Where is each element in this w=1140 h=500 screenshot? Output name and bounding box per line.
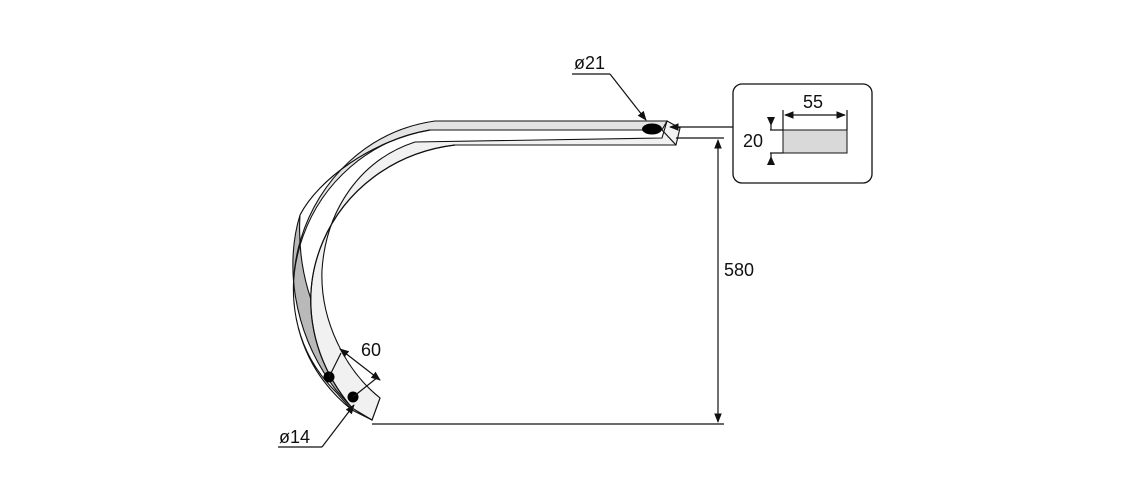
top-hole-callout: ø21 — [572, 53, 647, 121]
tine-end-line — [661, 129, 677, 146]
top-hole-diameter-label: ø21 — [574, 53, 605, 73]
tine-tip-line — [351, 409, 373, 421]
height-label: 580 — [724, 260, 754, 280]
cross-section-detail: 55 20 — [669, 83, 873, 184]
tine-inner-edge — [310, 144, 456, 409]
tine-outer-edge — [292, 120, 668, 411]
bottom-hole-callout: ø14 — [278, 404, 355, 448]
spring-tine — [292, 120, 681, 421]
thickness-arrow-bottom — [767, 156, 775, 165]
thickness-arrow-top — [767, 117, 775, 126]
tine-front-face — [310, 120, 681, 421]
section-thickness-label: 20 — [743, 131, 763, 151]
section-profile — [782, 129, 848, 154]
hole-spacing-label: 60 — [361, 340, 381, 360]
bottom-hole-diameter-label: ø14 — [279, 427, 310, 447]
top-mounting-hole — [642, 123, 662, 135]
section-width-label: 55 — [803, 92, 823, 112]
hole-spacing-dimension: 60 — [328, 340, 381, 398]
height-dimension: 580 — [372, 137, 754, 425]
tine-fold-line — [299, 129, 431, 216]
